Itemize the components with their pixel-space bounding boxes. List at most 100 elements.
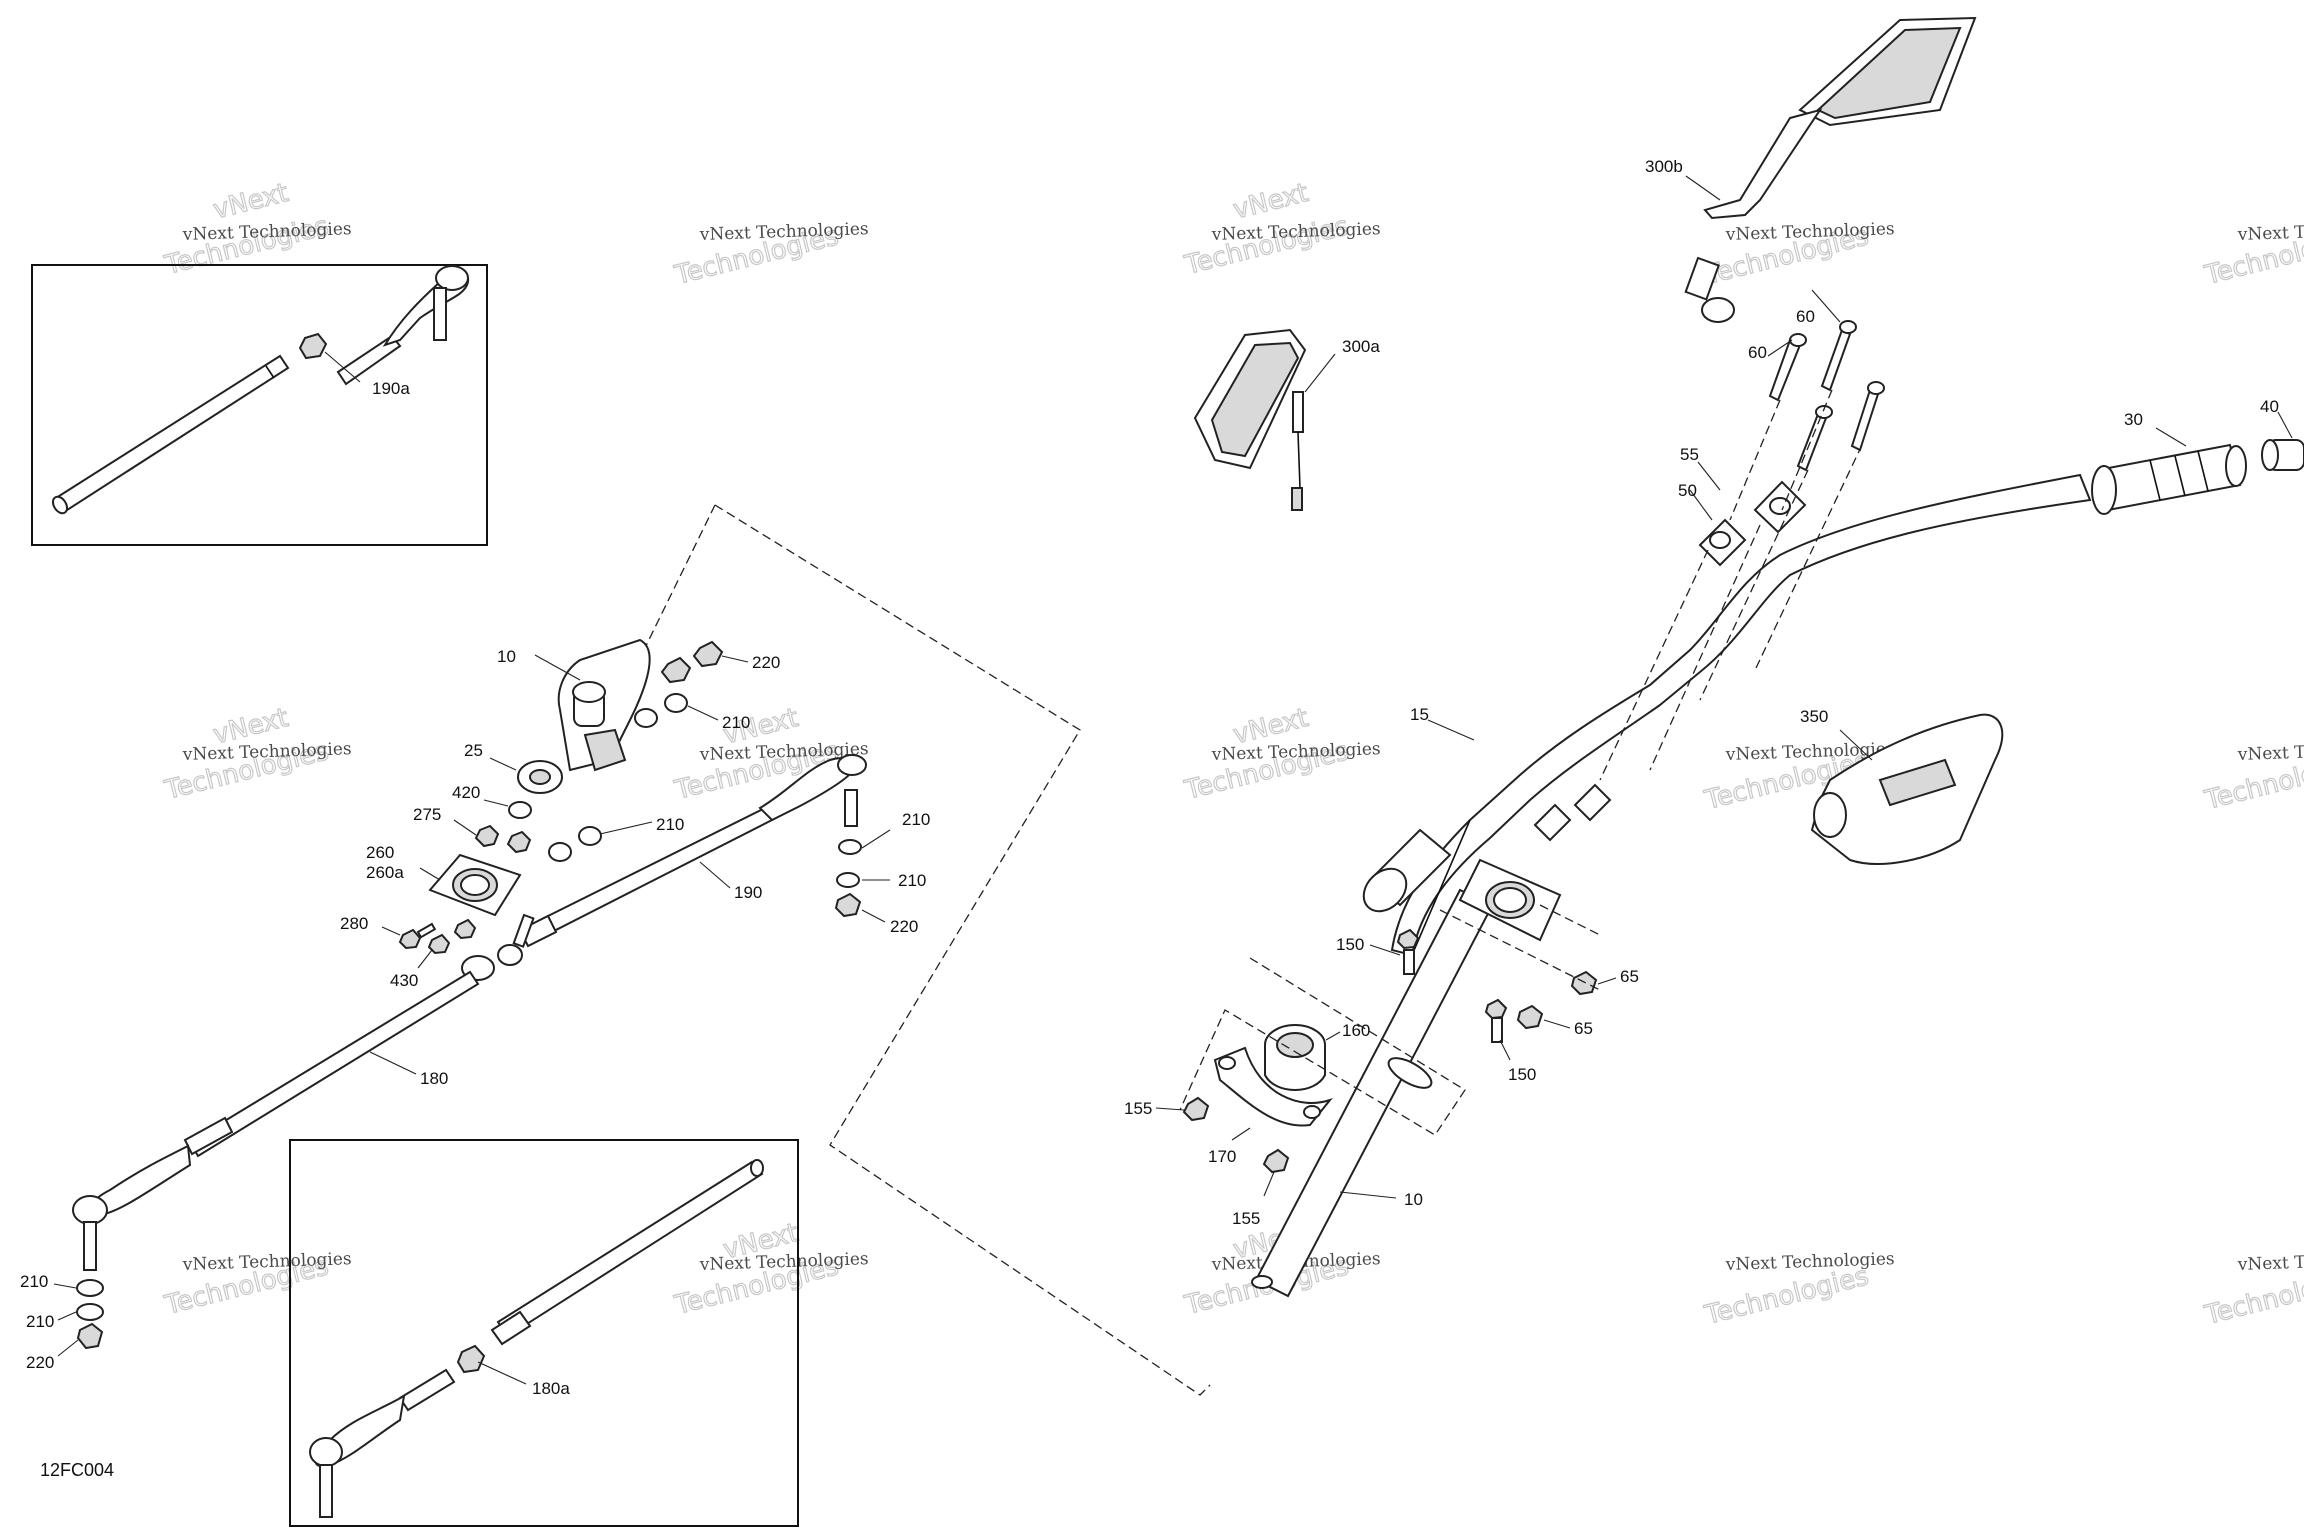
nut-155 bbox=[1182, 1096, 1210, 1122]
bearing-25 bbox=[517, 760, 563, 794]
bolt-430 bbox=[427, 918, 477, 955]
callout-210-f: 210 bbox=[26, 1312, 54, 1331]
callout-280: 280 bbox=[340, 914, 368, 933]
callout-350: 350 bbox=[1800, 707, 1828, 726]
mirror-300b bbox=[1684, 16, 1977, 323]
washer-210 bbox=[548, 842, 572, 862]
bolt-150 bbox=[1484, 998, 1508, 1043]
watermark-text: vNext Technologies bbox=[698, 219, 868, 245]
nut-65 bbox=[1570, 970, 1598, 996]
callout-60-b: 60 bbox=[1748, 343, 1767, 362]
callout-150-b: 150 bbox=[1508, 1065, 1536, 1084]
callout-260a: 260a bbox=[366, 863, 404, 882]
callout-155-b: 155 bbox=[1232, 1209, 1260, 1228]
callout-220-c: 220 bbox=[26, 1353, 54, 1372]
callout-15: 15 bbox=[1410, 705, 1429, 724]
callout-10-bottom: 10 bbox=[1404, 1190, 1423, 1209]
callout-160: 160 bbox=[1342, 1021, 1370, 1040]
inset-180a: 180a bbox=[289, 1139, 799, 1527]
washer-210 bbox=[76, 1303, 104, 1321]
tie-rod-end-lower bbox=[72, 1144, 192, 1271]
callout-420: 420 bbox=[452, 783, 480, 802]
washer-210 bbox=[578, 826, 602, 846]
nut-155 bbox=[1262, 1148, 1290, 1174]
nut-220 bbox=[692, 640, 724, 668]
clamp-upper bbox=[1533, 803, 1572, 842]
callout-10-top: 10 bbox=[497, 647, 516, 666]
bolt-150 bbox=[1396, 928, 1420, 975]
tie-rod-190-inset bbox=[51, 354, 290, 515]
callout-65-b: 65 bbox=[1574, 1019, 1593, 1038]
washer-210 bbox=[836, 872, 860, 888]
callout-25: 25 bbox=[464, 741, 483, 760]
washer-210 bbox=[76, 1279, 104, 1297]
plate-260 bbox=[428, 853, 522, 917]
mirror-300a bbox=[1193, 328, 1307, 511]
callout-170: 170 bbox=[1208, 1147, 1236, 1166]
pivot-arm-10 bbox=[557, 638, 651, 772]
callout-180a: 180a bbox=[532, 1379, 570, 1398]
watermark-text: vNext Technologies bbox=[2236, 1249, 2304, 1275]
nut-220 bbox=[834, 892, 862, 918]
watermark-text: vNext bbox=[210, 178, 291, 225]
washer-210 bbox=[664, 693, 688, 713]
callout-190: 190 bbox=[734, 883, 762, 902]
callout-210-e: 210 bbox=[20, 1272, 48, 1291]
watermark-text: vNext bbox=[1230, 178, 1311, 225]
callout-190a: 190a bbox=[372, 379, 410, 398]
steering-column-10 bbox=[1251, 888, 1494, 1298]
dashed-zone-column bbox=[1179, 957, 1466, 1136]
callout-180: 180 bbox=[420, 1069, 448, 1088]
nut-275 bbox=[474, 824, 500, 848]
nut-275 bbox=[506, 830, 532, 854]
callout-260: 260 bbox=[366, 843, 394, 862]
tie-rod-end-inset bbox=[336, 265, 470, 386]
right-handlebar-assembly: 300b 300a 15 30 bbox=[1124, 16, 2304, 1298]
dashed-zone-steering bbox=[714, 504, 1211, 1396]
bolts-60 bbox=[1768, 320, 1885, 472]
watermark-text: vNext Technologies bbox=[1724, 219, 1894, 245]
figure-code: 12FC004 bbox=[40, 1460, 114, 1480]
callout-150-a: 150 bbox=[1336, 935, 1364, 954]
tie-rod-180 bbox=[183, 970, 480, 1158]
inset-frame bbox=[31, 264, 488, 546]
watermark-text: vNext Technologies bbox=[2236, 219, 2304, 245]
callout-430: 430 bbox=[390, 971, 418, 990]
washer-420 bbox=[508, 801, 532, 819]
ball-joint bbox=[461, 913, 535, 981]
watermark-text: vNext Technologies bbox=[2236, 739, 2304, 765]
callout-40: 40 bbox=[2260, 397, 2279, 416]
inset-190a: 190a bbox=[31, 264, 488, 546]
clamp-50 bbox=[1698, 518, 1747, 567]
callout-60-a: 60 bbox=[1796, 307, 1815, 326]
end-weight-40 bbox=[2261, 439, 2304, 471]
grip-30 bbox=[2091, 443, 2247, 515]
left-grip bbox=[1362, 828, 1452, 913]
nut-65 bbox=[1516, 1004, 1544, 1030]
washer-210 bbox=[838, 839, 862, 855]
callout-155-a: 155 bbox=[1124, 1099, 1152, 1118]
callout-210-a: 210 bbox=[722, 713, 750, 732]
callout-50: 50 bbox=[1678, 481, 1697, 500]
dashed-zone-edge bbox=[589, 504, 716, 761]
bushing-160 bbox=[1264, 1024, 1326, 1091]
callout-300b: 300b bbox=[1645, 157, 1683, 176]
callout-275: 275 bbox=[413, 805, 441, 824]
callout-210-c: 210 bbox=[902, 810, 930, 829]
nut-220 bbox=[660, 656, 692, 684]
nut-180a bbox=[456, 1344, 486, 1374]
left-steering-assembly: 10 25 420 275 260 260a bbox=[20, 638, 930, 1372]
callout-210-b: 210 bbox=[656, 815, 684, 834]
handlebar-15 bbox=[1390, 473, 2092, 957]
watermark-text: vNext Technologies bbox=[1724, 1249, 1894, 1275]
bolt-280 bbox=[398, 922, 437, 950]
tie-rod-end-inset-2 bbox=[309, 1368, 456, 1518]
tie-rod-180-inset bbox=[490, 1159, 764, 1346]
hand-guard-350 bbox=[1810, 713, 2004, 865]
clamp-upper bbox=[1573, 783, 1612, 822]
nut-220 bbox=[76, 1322, 104, 1350]
flange-plate bbox=[1458, 858, 1562, 942]
inset-frame bbox=[289, 1139, 799, 1527]
callout-55: 55 bbox=[1680, 445, 1699, 464]
